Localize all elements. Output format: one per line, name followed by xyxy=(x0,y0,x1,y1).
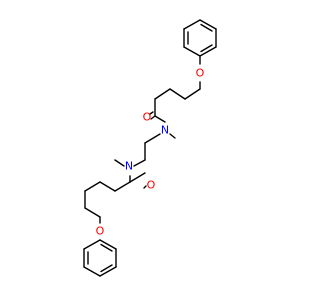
central-bridge xyxy=(133,133,176,167)
amide-nitrogen-top-label: N xyxy=(161,124,169,137)
carbonyl-oxygen-top-label: O xyxy=(143,111,152,124)
bottom-chain xyxy=(84,159,147,224)
atom-labels: O O N N O O xyxy=(96,67,205,238)
molecule-structure-diagram: O O N N O O xyxy=(83,19,217,277)
bonds xyxy=(83,19,217,277)
top-phenyl-ring xyxy=(183,19,217,57)
bottom-phenyl-ring xyxy=(83,239,117,277)
ether-oxygen-top-label: O xyxy=(196,67,205,80)
amide-nitrogen-bottom-label: N xyxy=(125,160,133,173)
top-chain xyxy=(149,55,201,123)
carbonyl-oxygen-bottom-label: O xyxy=(147,179,156,192)
ether-oxygen-bottom-label: O xyxy=(96,225,105,238)
